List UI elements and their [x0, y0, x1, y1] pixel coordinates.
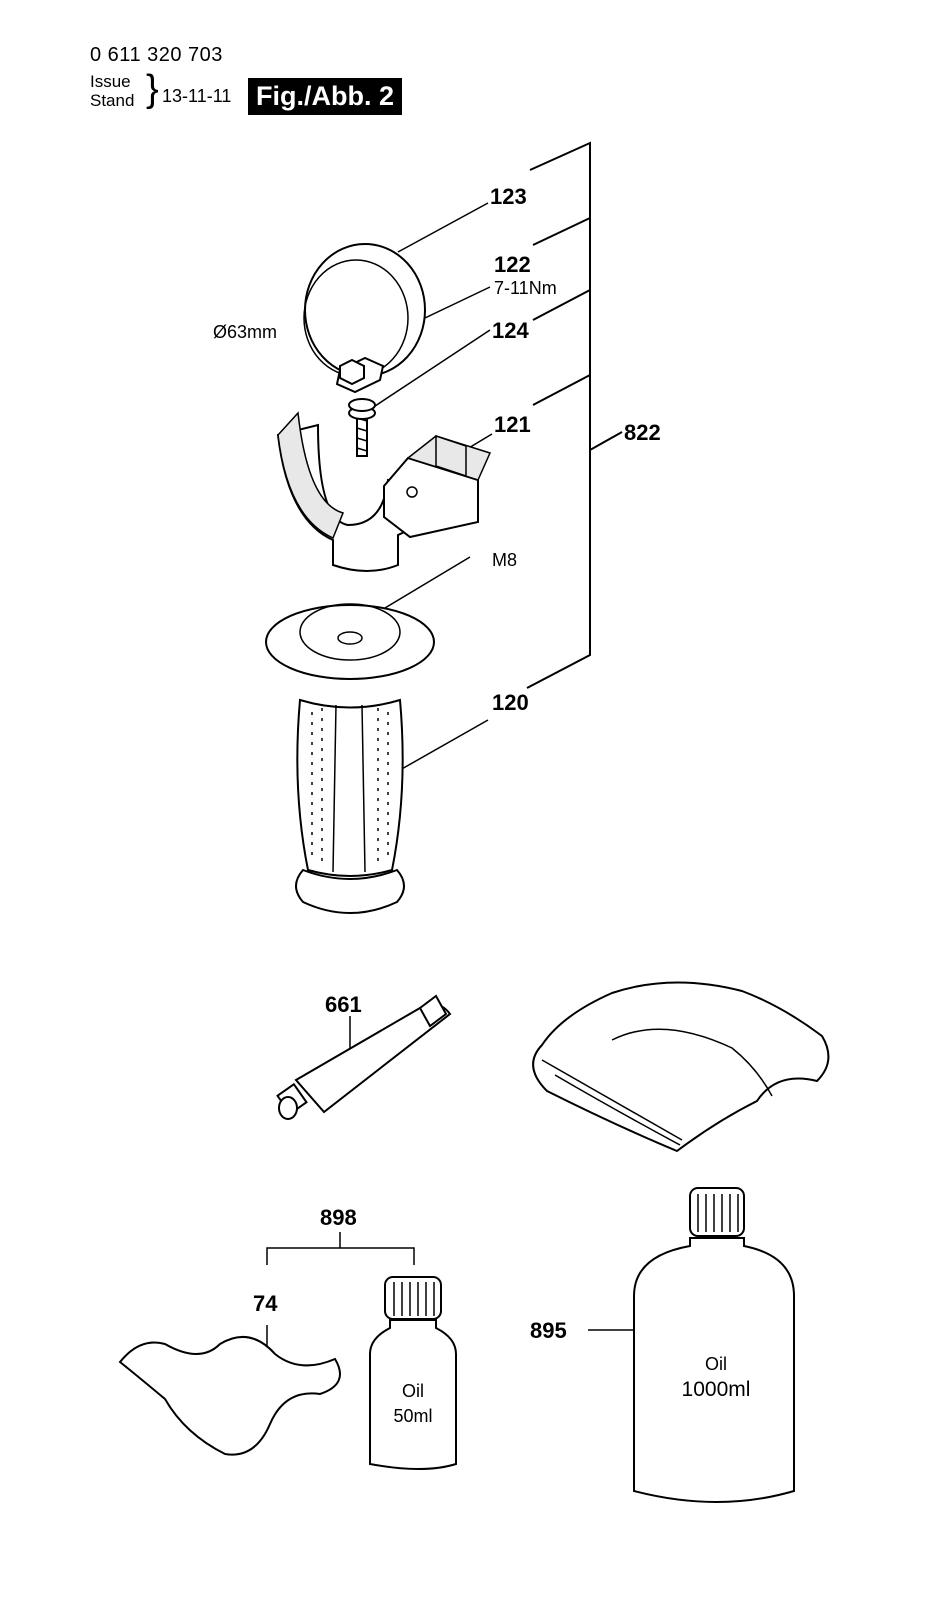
side-handle-part	[265, 603, 435, 914]
issue-date: 13-11-11	[162, 86, 232, 106]
callout-895: 895	[530, 1318, 567, 1343]
callout-898: 898	[320, 1205, 357, 1230]
stand-label: Stand	[90, 91, 135, 110]
small-bottle-label-1: Oil	[402, 1381, 424, 1401]
callout-124: 124	[492, 318, 529, 343]
thread-m8-label: M8	[492, 550, 517, 570]
diameter-label: Ø63mm	[213, 322, 277, 342]
callout-122: 122	[494, 252, 531, 277]
cleaning-cloth-part	[532, 981, 830, 1153]
issue-stand-labels: Issue Stand	[90, 72, 134, 110]
large-bottle-label-2: 1000ml	[682, 1378, 751, 1401]
issue-label: Issue	[90, 72, 131, 91]
small-bottle-label-2: 50ml	[393, 1406, 432, 1426]
callout-74: 74	[253, 1291, 278, 1316]
torque-label: 7-11Nm	[494, 278, 557, 298]
grease-pouch-part	[118, 1336, 341, 1456]
callout-120: 120	[492, 690, 529, 715]
large-oil-bottle-part	[633, 1187, 795, 1503]
brace-icon: }	[146, 68, 159, 110]
washer-part	[348, 398, 376, 420]
callout-121: 121	[494, 412, 531, 437]
figure-badge: Fig./Abb. 2	[248, 78, 402, 115]
bracket-822	[526, 141, 623, 689]
small-oil-bottle-part	[369, 1276, 457, 1470]
part-number: 0 611 320 703	[90, 44, 223, 66]
large-bottle-label-1: Oil	[705, 1354, 727, 1374]
callout-661: 661	[325, 992, 362, 1017]
callout-123: 123	[490, 184, 527, 209]
callout-822: 822	[624, 420, 661, 445]
grease-tube-part	[276, 994, 452, 1120]
clamp-holder-part	[276, 411, 492, 572]
